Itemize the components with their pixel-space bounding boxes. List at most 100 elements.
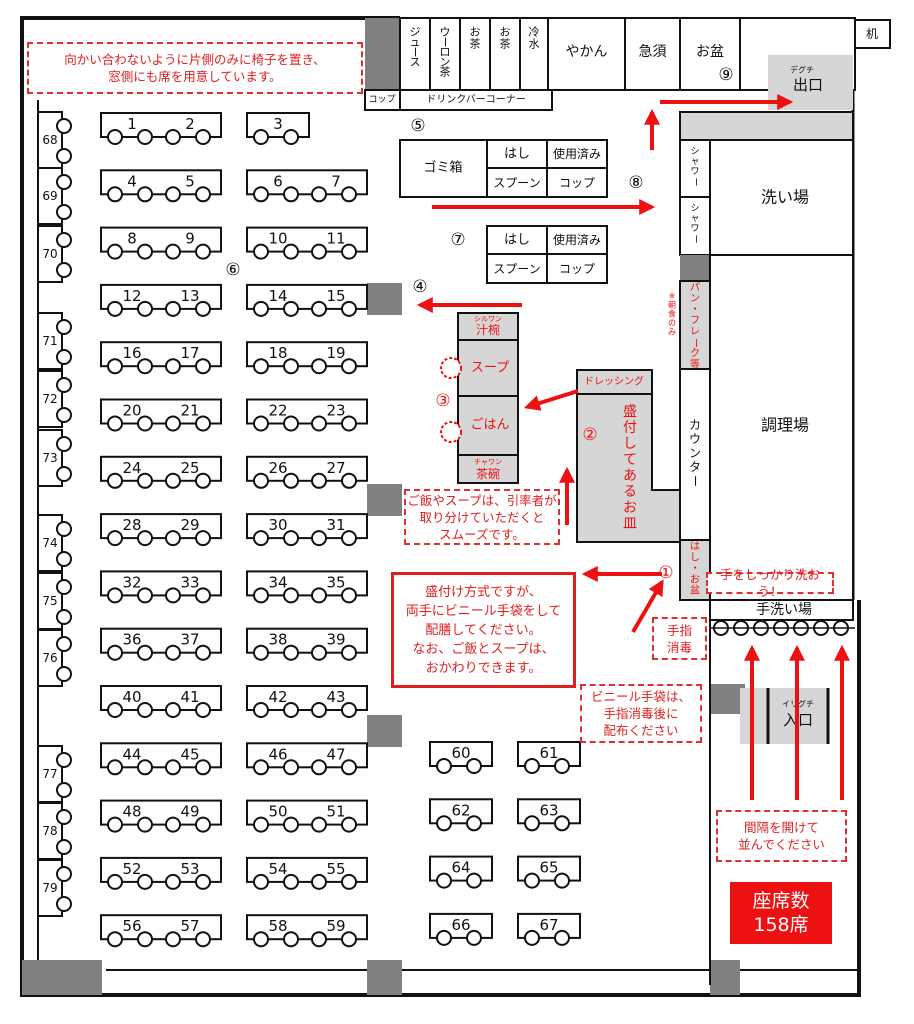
chair — [253, 587, 269, 604]
step-number: ④ — [412, 277, 427, 297]
chair — [283, 472, 299, 489]
table-number: 52 — [122, 860, 141, 878]
chair — [137, 358, 153, 375]
chair — [283, 873, 299, 890]
table-number: 61 — [539, 744, 558, 762]
step-number: ① — [658, 563, 673, 583]
chair — [524, 758, 540, 774]
counter-label: タ — [689, 460, 701, 474]
table-number: 30 — [268, 516, 287, 534]
step-number: ⑦ — [450, 230, 465, 250]
handwash-room — [709, 599, 854, 621]
table-number: 41 — [180, 688, 199, 706]
chair — [341, 931, 357, 948]
chopsticks-tray-counter — [679, 539, 711, 601]
chair — [56, 636, 72, 652]
soup-label: スープ — [471, 361, 509, 376]
chair — [283, 300, 299, 317]
table-number: 10 — [268, 230, 287, 248]
chair — [165, 816, 181, 833]
window-table-number: 73 — [42, 451, 57, 465]
drink-item-label: ュ — [410, 36, 421, 49]
chair — [341, 702, 357, 718]
chair — [165, 129, 181, 145]
note-serving-method: 盛付け方式ですが、 両手にビニール手袋をして 配膳してください。 なお、ご飯とス… — [391, 572, 576, 688]
plated-label: 皿 — [623, 516, 637, 532]
chair — [107, 873, 123, 890]
table-number: 36 — [122, 631, 141, 649]
chair — [466, 815, 482, 832]
bread-label: ・ — [690, 305, 700, 316]
bread-label: パ — [690, 282, 700, 294]
chair — [195, 530, 211, 547]
cup-label: コップ — [368, 94, 395, 105]
rice-label: ごはん — [470, 417, 509, 433]
chair — [56, 782, 72, 798]
pillar — [367, 283, 402, 315]
table-number: 18 — [268, 344, 287, 362]
wash-label: 洗い場 — [761, 188, 809, 207]
chair — [283, 530, 299, 547]
table-number: 47 — [326, 745, 345, 763]
drink-item-label: ー — [439, 37, 452, 48]
table — [429, 798, 493, 825]
pillar — [22, 960, 102, 995]
counter-label: ン — [689, 446, 701, 460]
window-table-number: 70 — [42, 247, 57, 261]
drink-item-label: ロ — [440, 46, 451, 59]
table-number: 17 — [180, 344, 199, 362]
window-table-number: 68 — [42, 133, 57, 147]
step-number: ③ — [435, 391, 450, 411]
chair — [107, 129, 123, 145]
window-table-number: 69 — [42, 189, 57, 203]
chair — [341, 472, 357, 489]
table-number: 51 — [326, 803, 345, 821]
shower-label: ャ — [690, 157, 699, 167]
table-number: 50 — [268, 803, 287, 821]
utensil-station-1 — [546, 139, 608, 169]
chair — [283, 587, 299, 604]
drink-item — [519, 17, 549, 91]
table-number: 1 — [127, 115, 137, 133]
shower-1 — [679, 139, 711, 198]
chair — [195, 243, 211, 260]
table-number: 57 — [180, 917, 199, 935]
ricebowl-label: 茶碗 — [476, 466, 500, 481]
chair — [165, 587, 181, 604]
chair — [524, 872, 540, 889]
chair — [137, 873, 153, 890]
drink-item-label: やかん — [566, 44, 608, 60]
chair — [311, 358, 327, 375]
table-number: 42 — [268, 688, 287, 706]
counter — [679, 368, 711, 541]
drink-item-label: ウ — [440, 26, 451, 39]
chair — [137, 186, 153, 203]
chair — [283, 644, 299, 661]
exit-label: 出口 — [793, 76, 823, 94]
chair — [107, 415, 123, 432]
window-table-number: 74 — [42, 536, 57, 550]
ladle-spot — [440, 357, 462, 379]
table — [246, 112, 310, 138]
table-number: 55 — [326, 860, 345, 878]
note-handwash: 手をしっかり洗おう！ — [706, 567, 834, 599]
chair — [56, 436, 72, 452]
chair — [341, 587, 357, 604]
chair — [283, 243, 299, 260]
chopsticks-label: はし — [504, 233, 530, 248]
plated-label: て — [623, 452, 637, 468]
chair — [253, 931, 269, 948]
chair — [137, 816, 153, 833]
table-number: 8 — [127, 230, 137, 248]
bread-label: ン — [690, 294, 700, 305]
trash-label: ゴミ箱 — [423, 160, 462, 176]
table-number: 4 — [127, 172, 137, 190]
chair — [466, 929, 482, 946]
table-number: 20 — [122, 402, 141, 420]
chair — [56, 666, 72, 682]
table-number: 59 — [326, 917, 345, 935]
window-table-number: 78 — [42, 824, 57, 838]
chair — [311, 300, 327, 317]
chair — [195, 358, 211, 375]
